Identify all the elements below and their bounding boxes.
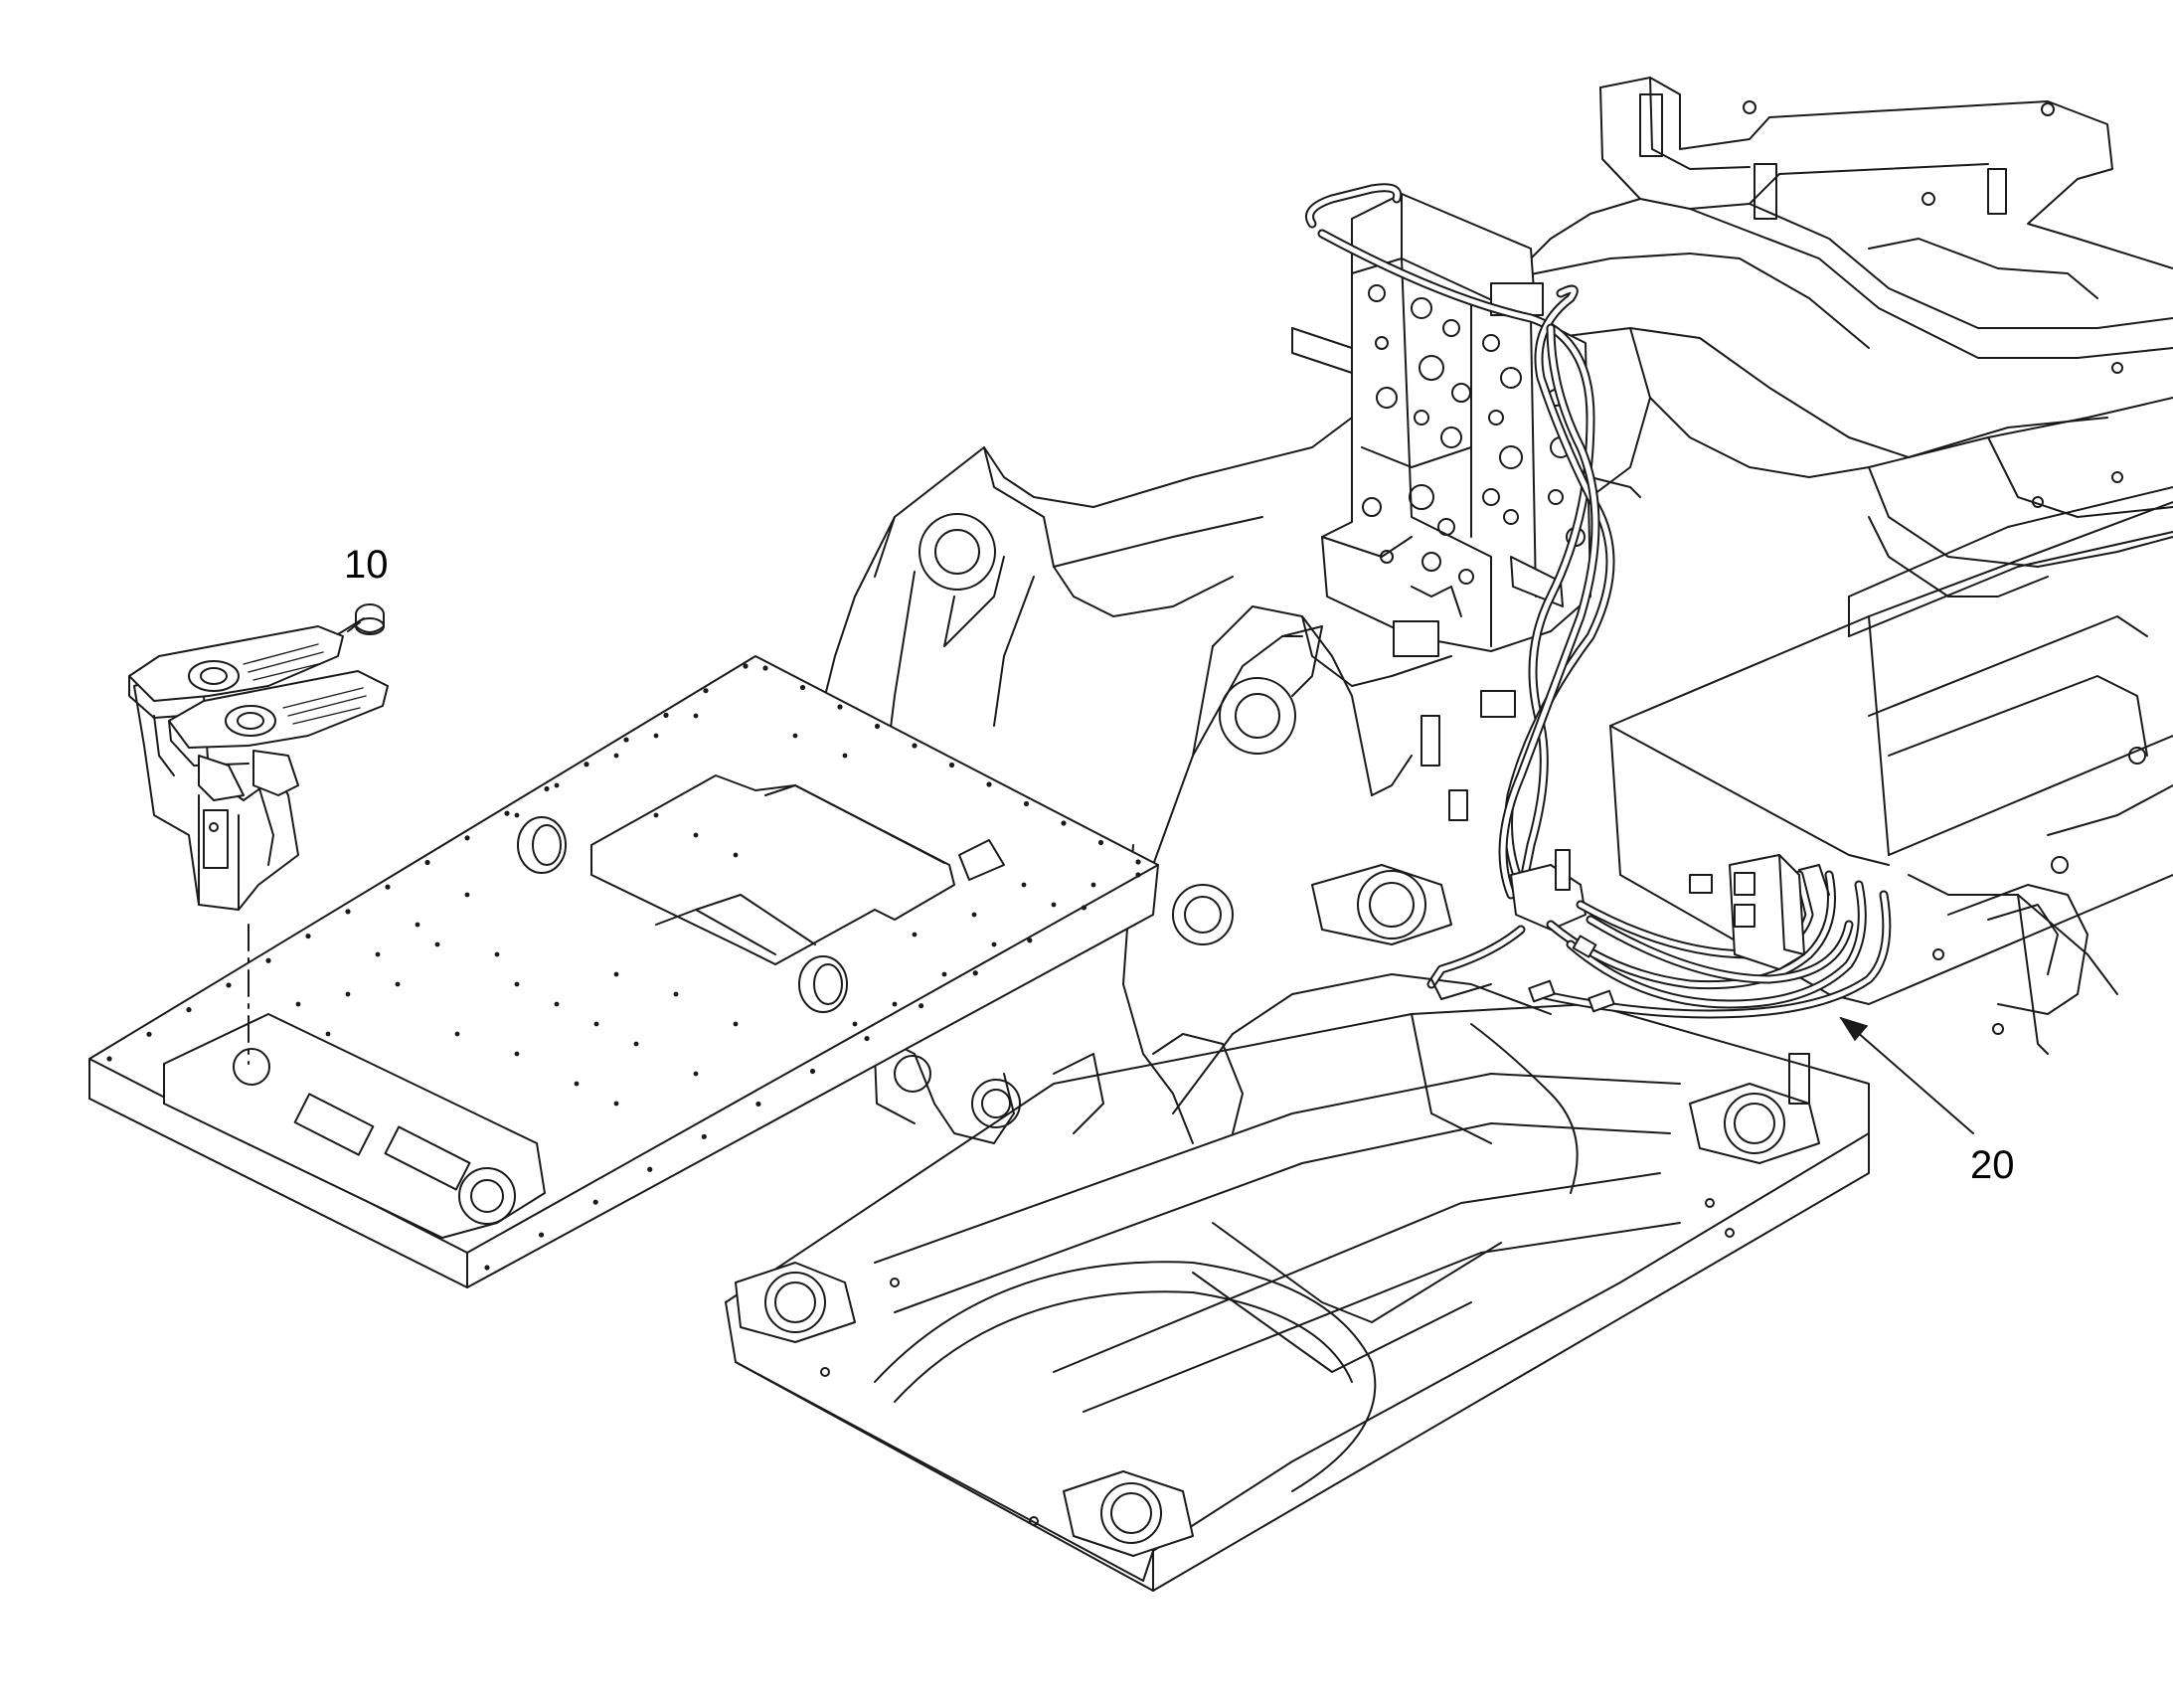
control-valve-block <box>1291 193 1641 657</box>
leader-line-10 <box>337 617 365 635</box>
base-frame <box>725 864 1870 1592</box>
cab-floor-plate <box>88 655 1159 1288</box>
callout-label-20: 20 <box>1970 1143 2015 1187</box>
foot-pedal-assembly <box>128 603 389 1065</box>
callout-label-10: 10 <box>344 543 389 587</box>
hydraulic-hose-set <box>1305 183 1892 1019</box>
arrowhead-20 <box>1839 1016 1869 1042</box>
leader-line-20 <box>1840 1017 1974 1134</box>
boom-bracket-frame <box>824 417 1516 1144</box>
